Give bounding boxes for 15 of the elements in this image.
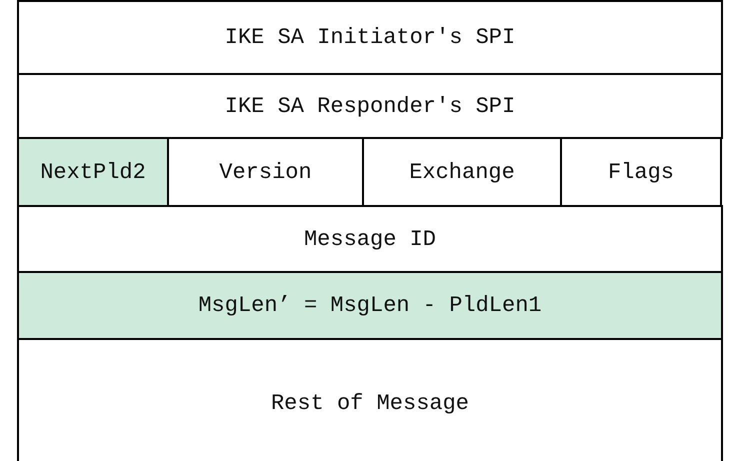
field-name: Message ID xyxy=(304,226,436,252)
field-name: Exchange xyxy=(409,160,515,184)
field-name: IKE SA Initiator's SPI xyxy=(224,25,516,50)
field-cell xyxy=(17,73,723,139)
field-cell xyxy=(17,0,723,75)
field-name: Rest of Message xyxy=(270,390,470,416)
field-name: IKE SA Responder's SPI xyxy=(224,94,516,118)
field-name: NextPld2 xyxy=(40,160,146,184)
field-name: Flags xyxy=(608,160,674,184)
field-cell xyxy=(17,205,723,273)
field-cell xyxy=(17,137,169,207)
field-name: MsgLen’ = MsgLen - PldLen1 xyxy=(198,293,542,318)
field-cell xyxy=(17,271,723,340)
field-cell xyxy=(17,338,723,461)
field-name: Version xyxy=(219,160,312,184)
